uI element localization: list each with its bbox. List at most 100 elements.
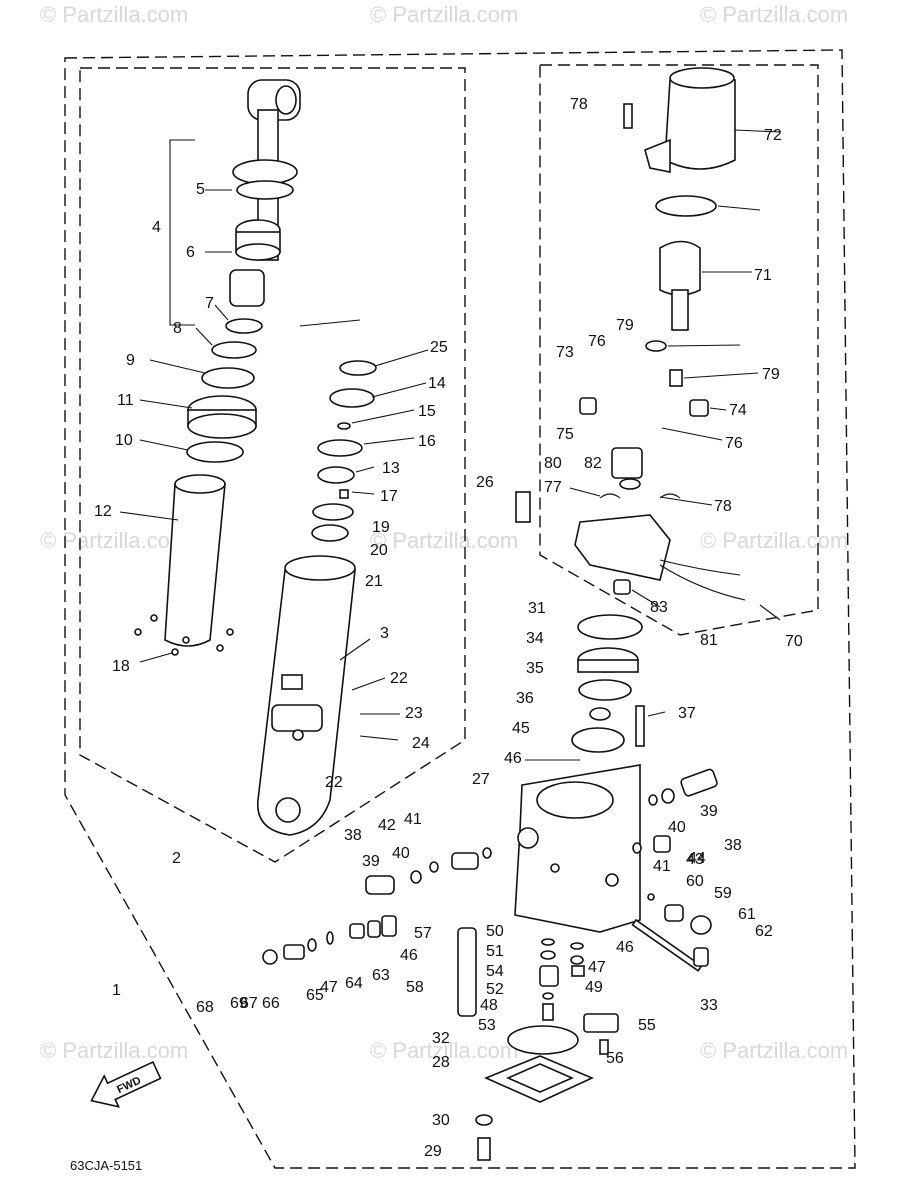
callout: 42	[378, 817, 396, 834]
callout: 60	[686, 873, 704, 890]
callout: 40	[668, 819, 686, 836]
callout: 76	[725, 435, 743, 452]
callout: 63	[372, 967, 390, 984]
callout: 28	[432, 1054, 450, 1071]
callout-labels: 1 2 3 4 5 6 7 8 9 10 11 12 13 14 15 16 1…	[94, 96, 803, 1160]
callout: 52	[486, 981, 504, 998]
callout: 11	[117, 392, 134, 409]
callout: 5	[196, 181, 205, 198]
callout: 55	[638, 1017, 656, 1034]
o-ring-32	[507, 1025, 579, 1055]
callout: 24	[412, 735, 430, 752]
cylinder-body-3	[257, 561, 356, 836]
callout: 79	[762, 366, 780, 383]
callout: 69	[230, 995, 248, 1012]
callout: 16	[418, 433, 436, 450]
callout: 66	[262, 995, 280, 1012]
callout: 37	[678, 705, 696, 722]
callout: 27	[472, 771, 490, 788]
seal-35	[578, 679, 632, 701]
callout: 58	[406, 979, 424, 996]
fwd-arrow-icon: FWD	[90, 1060, 162, 1108]
callout: 17	[380, 488, 398, 505]
callout: 32	[432, 1030, 450, 1047]
pump-assembly	[457, 614, 718, 1161]
callout: 62	[755, 923, 773, 940]
callout: 78	[570, 96, 588, 113]
callout: 48	[480, 997, 498, 1014]
callout: 21	[365, 573, 383, 590]
o-ring-9	[201, 367, 255, 389]
cylinder-body-assembly	[257, 319, 377, 836]
watermark: © Partzilla.com	[700, 1038, 848, 1063]
callout: 29	[424, 1143, 442, 1160]
callout: 9	[126, 352, 135, 369]
assembly-boundaries	[64, 49, 856, 1169]
callout: 49	[585, 979, 603, 996]
callout: 83	[650, 599, 668, 616]
callout: 22	[325, 774, 343, 791]
watermark: © Partzilla.com	[40, 528, 188, 553]
o-ring-8	[211, 341, 257, 359]
callout: 46	[504, 750, 522, 767]
boundary-assembly-68	[539, 64, 819, 636]
callout: 39	[362, 853, 380, 870]
callout: 64	[345, 975, 363, 992]
callout: 82	[584, 455, 602, 472]
callout: 43	[686, 851, 704, 868]
motor-base	[574, 514, 671, 581]
callout: 15	[418, 403, 436, 420]
callout: 34	[526, 630, 544, 647]
watermark: © Partzilla.com	[370, 528, 518, 553]
callout: 26	[476, 474, 494, 491]
callout: 78	[714, 498, 732, 515]
callout: 10	[115, 432, 133, 449]
callout: 6	[186, 244, 195, 261]
callout: 22	[390, 670, 408, 687]
callout: 67	[240, 995, 258, 1012]
callout: 74	[729, 402, 747, 419]
piston	[229, 269, 265, 307]
pipe-57	[457, 927, 477, 1017]
callout: 44	[688, 850, 706, 867]
callout: 40	[392, 845, 410, 862]
watermark: © Partzilla.com	[40, 2, 188, 27]
tilt-rod-assembly	[134, 79, 301, 656]
leader-lines	[119, 129, 781, 761]
callout: 41	[653, 858, 671, 875]
watermark: © Partzilla.com	[700, 2, 848, 27]
callout: 38	[344, 827, 362, 844]
armature-69	[659, 240, 701, 296]
callout: 12	[94, 503, 112, 520]
boundary-assembly-1	[64, 49, 856, 1169]
callout: 51	[486, 943, 504, 960]
callout: 68	[196, 999, 214, 1016]
callout: 31	[528, 600, 546, 617]
callout: 33	[700, 997, 718, 1014]
callout: 7	[205, 295, 214, 312]
watermark: © Partzilla.com	[700, 528, 848, 553]
callout: 46	[400, 947, 418, 964]
valve-parts	[262, 847, 492, 965]
callout: 65	[306, 987, 324, 1004]
callout: 14	[428, 375, 446, 392]
callout: 36	[516, 690, 534, 707]
callout: 61	[738, 906, 756, 923]
callout: 45	[512, 720, 530, 737]
watermark: © Partzilla.com	[40, 1038, 188, 1063]
gear-housing-44	[571, 727, 625, 753]
callout: 73	[556, 344, 574, 361]
callout: 13	[382, 460, 400, 477]
callout: 54	[486, 963, 504, 980]
watermark-group: © Partzilla.com © Partzilla.com © Partzi…	[40, 2, 848, 1063]
callout: 35	[526, 660, 544, 677]
callout: 41	[404, 811, 422, 828]
callout: 53	[478, 1017, 496, 1034]
callout: 59	[714, 885, 732, 902]
tilt-cylinder-12	[164, 476, 226, 647]
callout: 19	[372, 519, 390, 536]
callout: 75	[556, 426, 574, 443]
callout: 20	[370, 542, 388, 559]
callout: 70	[785, 633, 803, 650]
callout: 2	[172, 850, 181, 867]
